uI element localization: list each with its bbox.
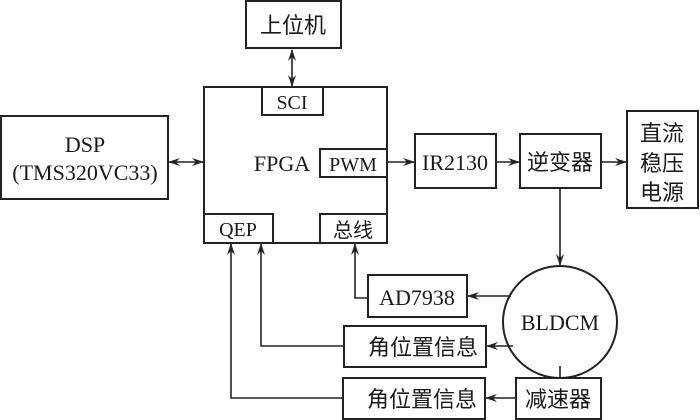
- ir2130-block: IR2130: [414, 133, 497, 189]
- reducer-label: 减速器: [525, 387, 591, 412]
- host-label: 上位机: [260, 13, 326, 38]
- bldcm-motor: BLDCM: [502, 265, 618, 379]
- dsp-label: DSP: [65, 132, 105, 157]
- inverter-label: 逆变器: [527, 150, 593, 175]
- qep-port: QEP: [203, 213, 274, 244]
- bldcm-label: BLDCM: [521, 310, 599, 335]
- psu-label-line1: 直流: [640, 121, 684, 146]
- bus-port: 总线: [319, 213, 388, 244]
- ad7938-bus-arrow: [351, 243, 368, 299]
- qep-label: QEP: [219, 219, 257, 241]
- ad7938-label: AD7938: [379, 285, 455, 310]
- angle-info-label-2: 角位置信息: [367, 387, 477, 412]
- ir2130-label: IR2130: [422, 150, 488, 175]
- psu-label-line2: 稳压: [640, 151, 684, 176]
- angle-info-block-2: 角位置信息: [342, 377, 486, 420]
- inverter-block: 逆变器: [519, 133, 602, 189]
- angle-info-block-1: 角位置信息: [343, 325, 487, 368]
- reducer-block: 减速器: [515, 377, 602, 420]
- ad7938-block: AD7938: [367, 274, 468, 318]
- angle-info-label-1: 角位置信息: [368, 335, 478, 360]
- dc-power-supply-block: 直流 稳压 电源: [626, 110, 699, 209]
- bus-label: 总线: [333, 219, 373, 242]
- dsp-model-label: (TMS320VC33): [12, 160, 157, 185]
- host-computer-block: 上位机: [245, 0, 342, 49]
- angle2-qep-arrow: [227, 243, 343, 399]
- pwm-port: PWM: [319, 148, 388, 178]
- angle1-qep-arrow: [257, 243, 344, 347]
- dsp-block: DSP (TMS320VC33): [0, 115, 169, 200]
- fpga-label: FPGA: [254, 151, 310, 176]
- pwm-label: PWM: [329, 154, 377, 176]
- sci-label: SCI: [276, 92, 307, 114]
- sci-port: SCI: [261, 86, 324, 116]
- psu-label-line3: 电源: [640, 180, 684, 205]
